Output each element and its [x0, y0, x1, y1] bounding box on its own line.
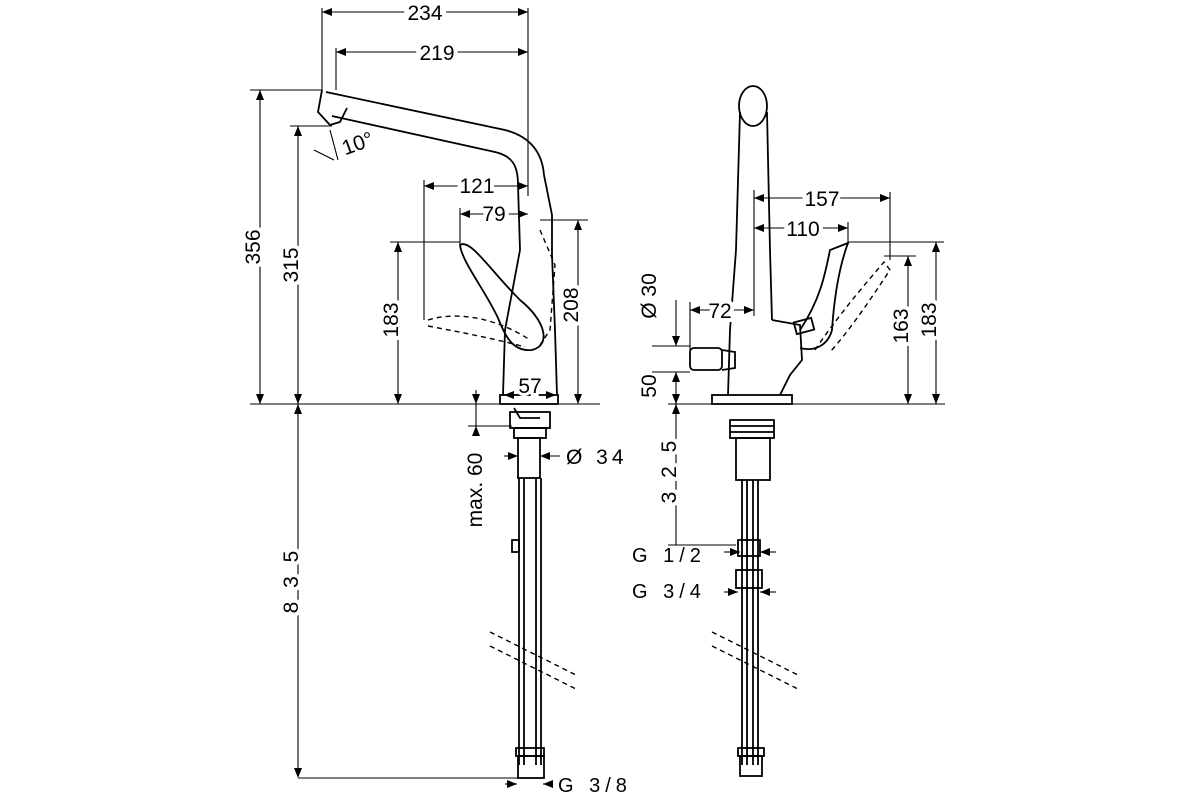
dim-width-total: 234: [407, 2, 442, 25]
dim-lever-height: 183: [380, 302, 403, 337]
side-view: 234 219 10° 121 79 356 315 183 208 57 ma…: [238, 0, 632, 797]
dim-spray-offset: 72: [708, 300, 731, 323]
dim-width-spout: 219: [419, 42, 454, 65]
dim-lever-height-1: 163: [890, 308, 913, 343]
dim-spout-angle: 10°: [339, 128, 377, 160]
dim-base-width: 57: [518, 375, 541, 398]
dim-height-total: 356: [242, 229, 265, 264]
dim-thread-three-quarter: G 3/4: [632, 581, 706, 603]
dim-shank-diameter: Ø 34: [566, 446, 628, 469]
dim-lever-span-1: 157: [804, 188, 839, 211]
dim-lever-tip-height: 208: [560, 287, 583, 322]
dim-lever-reach-1: 121: [459, 175, 494, 198]
front-view: 157 110 Ø 30 72 50 163 183 3 2 5 G 1/2 G…: [632, 85, 945, 777]
front-faucet-outline: [689, 85, 891, 777]
dim-spray-height: 50: [638, 374, 661, 397]
dim-hose-length: 8 3 5: [280, 547, 303, 614]
dim-height-outlet: 315: [280, 247, 303, 282]
dim-lever-span-2: 110: [786, 218, 819, 241]
dim-lever-reach-2: 79: [482, 203, 505, 226]
dim-counter-thickness: max. 60: [464, 453, 487, 528]
side-faucet-outline: [317, 89, 579, 779]
dim-hose-thread: G 3/8: [558, 775, 632, 797]
dim-connection-depth: 3 2 5: [658, 437, 681, 504]
dim-thread-half: G 1/2: [632, 545, 706, 567]
dim-lever-height-2: 183: [918, 302, 941, 337]
dim-spray-diameter: Ø 30: [638, 273, 661, 319]
